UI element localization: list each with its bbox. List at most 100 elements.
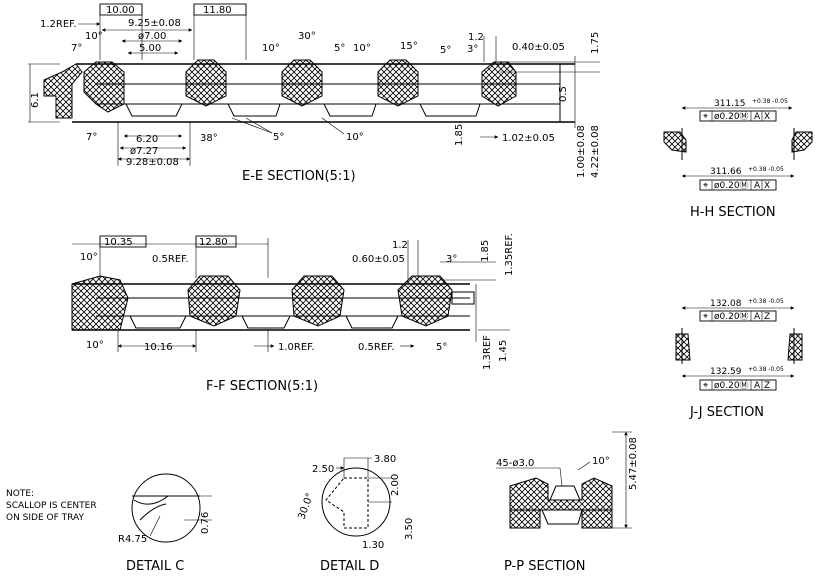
detail-d-d250: 2.50 bbox=[312, 464, 334, 475]
ee-d102: 1.02±0.05 bbox=[502, 133, 555, 144]
ee-w500: 5.00 bbox=[139, 43, 161, 54]
ff-angle-10a: 10° bbox=[80, 252, 98, 263]
ee-section-title: E-E SECTION(5:1) bbox=[242, 169, 356, 184]
jj-top-tol: +0.38 -0.05 bbox=[748, 298, 784, 305]
pp-angle: 10° bbox=[592, 456, 610, 467]
ee-w620: 6.20 bbox=[136, 134, 158, 145]
svg-text:ø0.20Ⓜ: ø0.20Ⓜ bbox=[714, 311, 749, 322]
svg-text:⌖: ⌖ bbox=[703, 112, 708, 122]
jj-bot-tol: +0.38 -0.05 bbox=[748, 366, 784, 373]
ee-w928: 9.28±0.08 bbox=[126, 157, 179, 168]
hh-top-dim: 311.15 bbox=[714, 99, 746, 109]
detail-c-radius: R4.75 bbox=[118, 534, 147, 545]
ff-d12: 1.2 bbox=[392, 240, 408, 251]
svg-text:A: A bbox=[754, 381, 761, 391]
ee-d040: 0.40±0.05 bbox=[512, 42, 565, 53]
ee-angle-7a: 7° bbox=[71, 43, 82, 54]
jj-top-frame: ⌖ ø0.20Ⓜ A Z Ⓜ bbox=[703, 311, 770, 322]
hh-section-title: H-H SECTION bbox=[690, 205, 776, 220]
jj-section: 132.08 +0.38 -0.05 ⌖ ø0.20Ⓜ A Z Ⓜ 132.59… bbox=[675, 298, 803, 420]
ee-ref: 1.2REF. bbox=[40, 19, 77, 30]
ff-angle-3: 3° bbox=[446, 254, 457, 265]
svg-text:ø0.20Ⓜ: ø0.20Ⓜ bbox=[714, 380, 749, 391]
svg-text:⌖: ⌖ bbox=[703, 381, 708, 391]
jj-top-dim: 132.08 bbox=[710, 299, 742, 309]
detail-c-title: DETAIL C bbox=[126, 559, 184, 574]
detail-d-d380: 3.80 bbox=[374, 454, 396, 465]
ff-d135: 1.35REF. bbox=[504, 233, 515, 276]
hh-top-tol: +0.38 -0.05 bbox=[752, 98, 788, 105]
detail-c: NOTE: SCALLOP IS CENTER ON SIDE OF TRAY … bbox=[6, 473, 212, 574]
ee-pitch2: 11.80 bbox=[203, 5, 232, 16]
svg-text:ø0.20Ⓜ: ø0.20Ⓜ bbox=[714, 180, 749, 191]
svg-text:X: X bbox=[764, 181, 770, 191]
ee-angle-10b: 10° bbox=[262, 43, 280, 54]
ff-ref05a: 0.5REF. bbox=[152, 254, 189, 265]
ee-h61: 6.1 bbox=[30, 92, 41, 108]
hh-bot-tol: +0.38 -0.05 bbox=[748, 166, 784, 173]
ee-w925: 9.25±0.08 bbox=[128, 18, 181, 29]
detail-d-d130: 1.30 bbox=[362, 540, 384, 551]
detail-d-d350: 3.50 bbox=[404, 518, 415, 540]
ff-angle-10b: 10° bbox=[86, 340, 104, 351]
jj-bot-frame: ⌖ ø0.20Ⓜ A Z Ⓜ bbox=[703, 380, 770, 391]
svg-text:ø0.20Ⓜ: ø0.20Ⓜ bbox=[714, 111, 749, 122]
pp-section: 45-ø3.0 10° 5.47±0.08 P-P SECTION bbox=[496, 431, 639, 574]
detail-d-title: DETAIL D bbox=[320, 559, 379, 574]
ee-d700: ø7.00 bbox=[138, 31, 166, 42]
detail-c-note-1: NOTE: bbox=[6, 489, 34, 499]
ee-angle-5a: 5° bbox=[334, 43, 345, 54]
ee-angle-38: 38° bbox=[200, 133, 218, 144]
pp-holes: 45-ø3.0 bbox=[496, 458, 534, 469]
detail-c-note-3: ON SIDE OF TRAY bbox=[6, 513, 84, 523]
ff-ref10: 1.0REF. bbox=[278, 342, 315, 353]
ff-ref05b: 0.5REF. bbox=[358, 342, 395, 353]
jj-bot-dim: 132.59 bbox=[710, 367, 742, 377]
ff-angle-5: 5° bbox=[436, 342, 447, 353]
ee-d05: 0.5 bbox=[558, 86, 569, 102]
svg-text:⌖: ⌖ bbox=[703, 181, 708, 191]
hh-section: 311.15 +0.38 -0.05 ⌖ ø0.20Ⓜ A X Ⓜ 311.66… bbox=[663, 98, 813, 220]
ee-d727: ø7.27 bbox=[130, 146, 158, 157]
detail-d-angle: 30.0° bbox=[296, 492, 316, 521]
ee-d422: 4.22±0.08 bbox=[590, 125, 601, 178]
ff-pitch2: 12.80 bbox=[199, 237, 228, 248]
ee-pitch1: 10.00 bbox=[106, 5, 135, 16]
ff-d145: 1.45 bbox=[498, 340, 509, 362]
svg-text:A: A bbox=[754, 312, 761, 322]
ee-d100: 1.00±0.08 bbox=[576, 125, 587, 178]
hh-bot-frame: ⌖ ø0.20Ⓜ A X Ⓜ bbox=[703, 180, 770, 191]
svg-text:Z: Z bbox=[764, 381, 770, 391]
ee-angle-5b: 5° bbox=[440, 45, 451, 56]
ff-section-title: F-F SECTION(5:1) bbox=[206, 379, 318, 394]
svg-text:⌖: ⌖ bbox=[703, 312, 708, 322]
ee-angle-10c: 10° bbox=[353, 43, 371, 54]
ee-angle-30: 30° bbox=[298, 31, 316, 42]
ee-angle-10d: 10° bbox=[346, 132, 364, 143]
svg-text:A: A bbox=[754, 181, 761, 191]
ee-angle-7b: 7° bbox=[86, 132, 97, 143]
ff-d060: 0.60±0.05 bbox=[352, 254, 405, 265]
svg-text:Z: Z bbox=[764, 312, 770, 322]
detail-c-dim: 0.76 bbox=[200, 512, 211, 534]
ee-d12: 1.2 bbox=[468, 32, 484, 43]
ff-w1016: 10.16 bbox=[144, 342, 173, 353]
ee-d185: 1.85 bbox=[454, 124, 465, 146]
detail-d: 2.50 3.80 2.00 30.0° 1.30 3.50 DETAIL D bbox=[296, 454, 415, 574]
ee-section: 10.00 11.80 1.2REF. 9.25±0.08 ø7.00 5.00… bbox=[28, 3, 601, 184]
hh-bot-dim: 311.66 bbox=[710, 167, 742, 177]
pp-height: 5.47±0.08 bbox=[628, 437, 639, 490]
detail-d-d200: 2.00 bbox=[390, 474, 401, 496]
ee-angle-3: 3° bbox=[467, 44, 478, 55]
hh-top-frame: ⌖ ø0.20Ⓜ A X Ⓜ bbox=[703, 111, 770, 122]
ff-section: 10.35 12.80 10° 0.5REF. 1.2 0.60±0.05 3°… bbox=[71, 233, 515, 394]
ff-d13: 1.3REF bbox=[482, 335, 493, 370]
ee-angle-15: 15° bbox=[400, 41, 418, 52]
jj-section-title: J-J SECTION bbox=[689, 405, 764, 420]
svg-text:A: A bbox=[754, 112, 761, 122]
ee-angle-10a: 10° bbox=[85, 31, 103, 42]
ee-d175: 1.75 bbox=[590, 32, 601, 54]
ff-pitch1: 10.35 bbox=[104, 237, 133, 248]
ff-d185: 1.85 bbox=[480, 240, 491, 262]
